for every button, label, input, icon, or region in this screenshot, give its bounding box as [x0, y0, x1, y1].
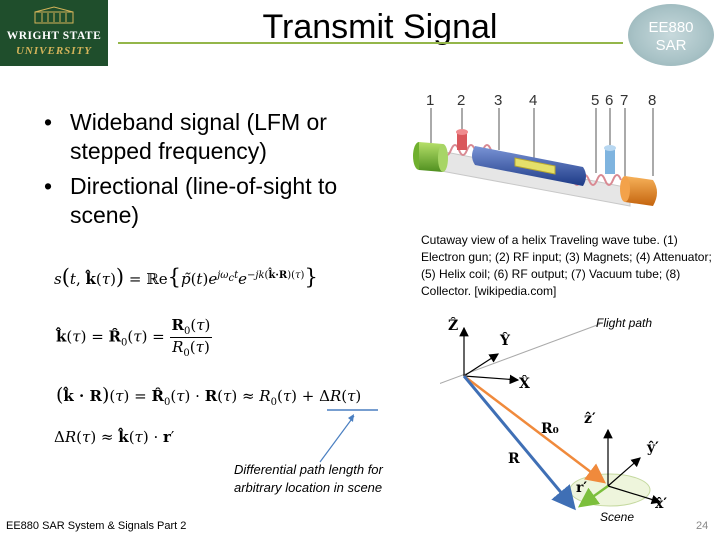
bullet-item: • Directional (line-of-sight to scene) [38, 172, 388, 230]
label-Y: Ŷ [500, 333, 510, 349]
footer-text: EE880 SAR System & Signals Part 2 [6, 520, 187, 532]
annotation-text: Differential path length for arbitrary l… [234, 462, 383, 495]
flight-path-label: Flight path [596, 316, 653, 330]
bullet-list: • Wideband signal (LFM or stepped frequen… [38, 108, 388, 236]
vector-R [462, 375, 576, 511]
flight-path-line [440, 323, 601, 384]
tube-label-7: 7 [620, 92, 628, 109]
tube-label-8: 8 [648, 92, 656, 109]
annotation-pointer [319, 409, 378, 463]
label-x-prime: x̂′ [655, 496, 668, 512]
geometry-diagram [440, 323, 662, 511]
badge-line-2: SAR [655, 37, 687, 54]
logo-line-2: UNIVERSITY [15, 45, 93, 57]
tube-label-1: 1 [426, 92, 434, 109]
scene-label: Scene [600, 510, 635, 524]
equation-differential-path: ΔR(τ) ≈ k̂(τ) · r′ [54, 428, 175, 446]
title-underline [118, 42, 623, 44]
slide-title: Transmit Signal [262, 8, 498, 46]
tube-label-5: 5 [591, 92, 599, 109]
equation-signal: s(t, k̂(τ)) = ℝe{p̃(t)ejωcte−jk(k̂·R)(τ)… [54, 265, 318, 289]
label-Z: Ẑ [448, 318, 459, 334]
label-R0: R₀ [541, 421, 559, 437]
label-z-prime: ẑ′ [584, 411, 596, 427]
tube-label-6: 6 [605, 92, 613, 109]
bullet-dot-icon: • [44, 173, 53, 199]
label-r-prime: r′ [576, 480, 588, 496]
university-logo: WRIGHT STATE UNIVERSITY [0, 0, 108, 66]
label-X: X̂ [519, 376, 530, 392]
figure-caption: Cutaway view of a helix Traveling wave t… [421, 233, 712, 298]
building-crest-icon [34, 6, 74, 24]
traveling-wave-tube-image: 1 2 3 4 5 6 7 8 [413, 92, 657, 207]
axis-x-prime [607, 485, 662, 505]
vector-r-prime [577, 484, 609, 508]
vector-R0 [463, 375, 606, 484]
tube-label-3: 3 [494, 92, 502, 109]
tube-label-2: 2 [457, 92, 465, 109]
axis-x [463, 374, 520, 385]
bullet-item: • Wideband signal (LFM or stepped frequen… [38, 108, 388, 166]
equation-unit-vector: k̂(τ) = R̂0(τ) = R0(τ)R0(τ) [56, 316, 213, 359]
label-y-prime: ŷ′ [647, 440, 659, 456]
axis-y [463, 353, 500, 377]
axis-y-prime [607, 457, 641, 487]
tube-label-4: 4 [529, 92, 537, 109]
course-badge: EE880 SAR [628, 4, 714, 66]
bullet-text: Wideband signal (LFM or stepped frequenc… [70, 109, 327, 164]
bullet-text: Directional (line-of-sight to scene) [70, 173, 338, 228]
logo-line-1: WRIGHT STATE [6, 30, 102, 42]
badge-line-1: EE880 [648, 19, 694, 36]
bullet-dot-icon: • [44, 109, 53, 135]
equation-approximation: (k̂ · R)(τ) = R̂0(τ) · R(τ) ≈ R0(τ) + ΔR… [56, 384, 362, 408]
page-number: 24 [696, 520, 709, 532]
label-R: R [508, 451, 520, 467]
